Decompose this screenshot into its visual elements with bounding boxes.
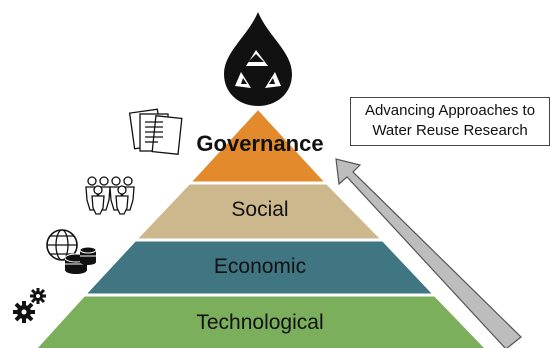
progress-arrow bbox=[335, 158, 522, 348]
callout-line-2: Water Reuse Research bbox=[372, 122, 528, 139]
governance-label: Governance bbox=[196, 131, 324, 156]
technological-label: Technological bbox=[196, 311, 324, 334]
gears-icon bbox=[13, 288, 46, 323]
technological-layer bbox=[33, 293, 489, 348]
water-drop-recycle-icon bbox=[224, 12, 292, 106]
economic-label: Economic bbox=[213, 255, 307, 278]
callout-box: Advancing Approaches to Water Reuse Rese… bbox=[350, 97, 550, 146]
globe-coins-icon bbox=[46, 229, 97, 274]
documents-icon bbox=[128, 108, 183, 155]
callout-line-1: Advancing Approaches to bbox=[364, 102, 536, 119]
social-label: Social bbox=[231, 198, 289, 221]
people-group-icon bbox=[85, 176, 135, 215]
